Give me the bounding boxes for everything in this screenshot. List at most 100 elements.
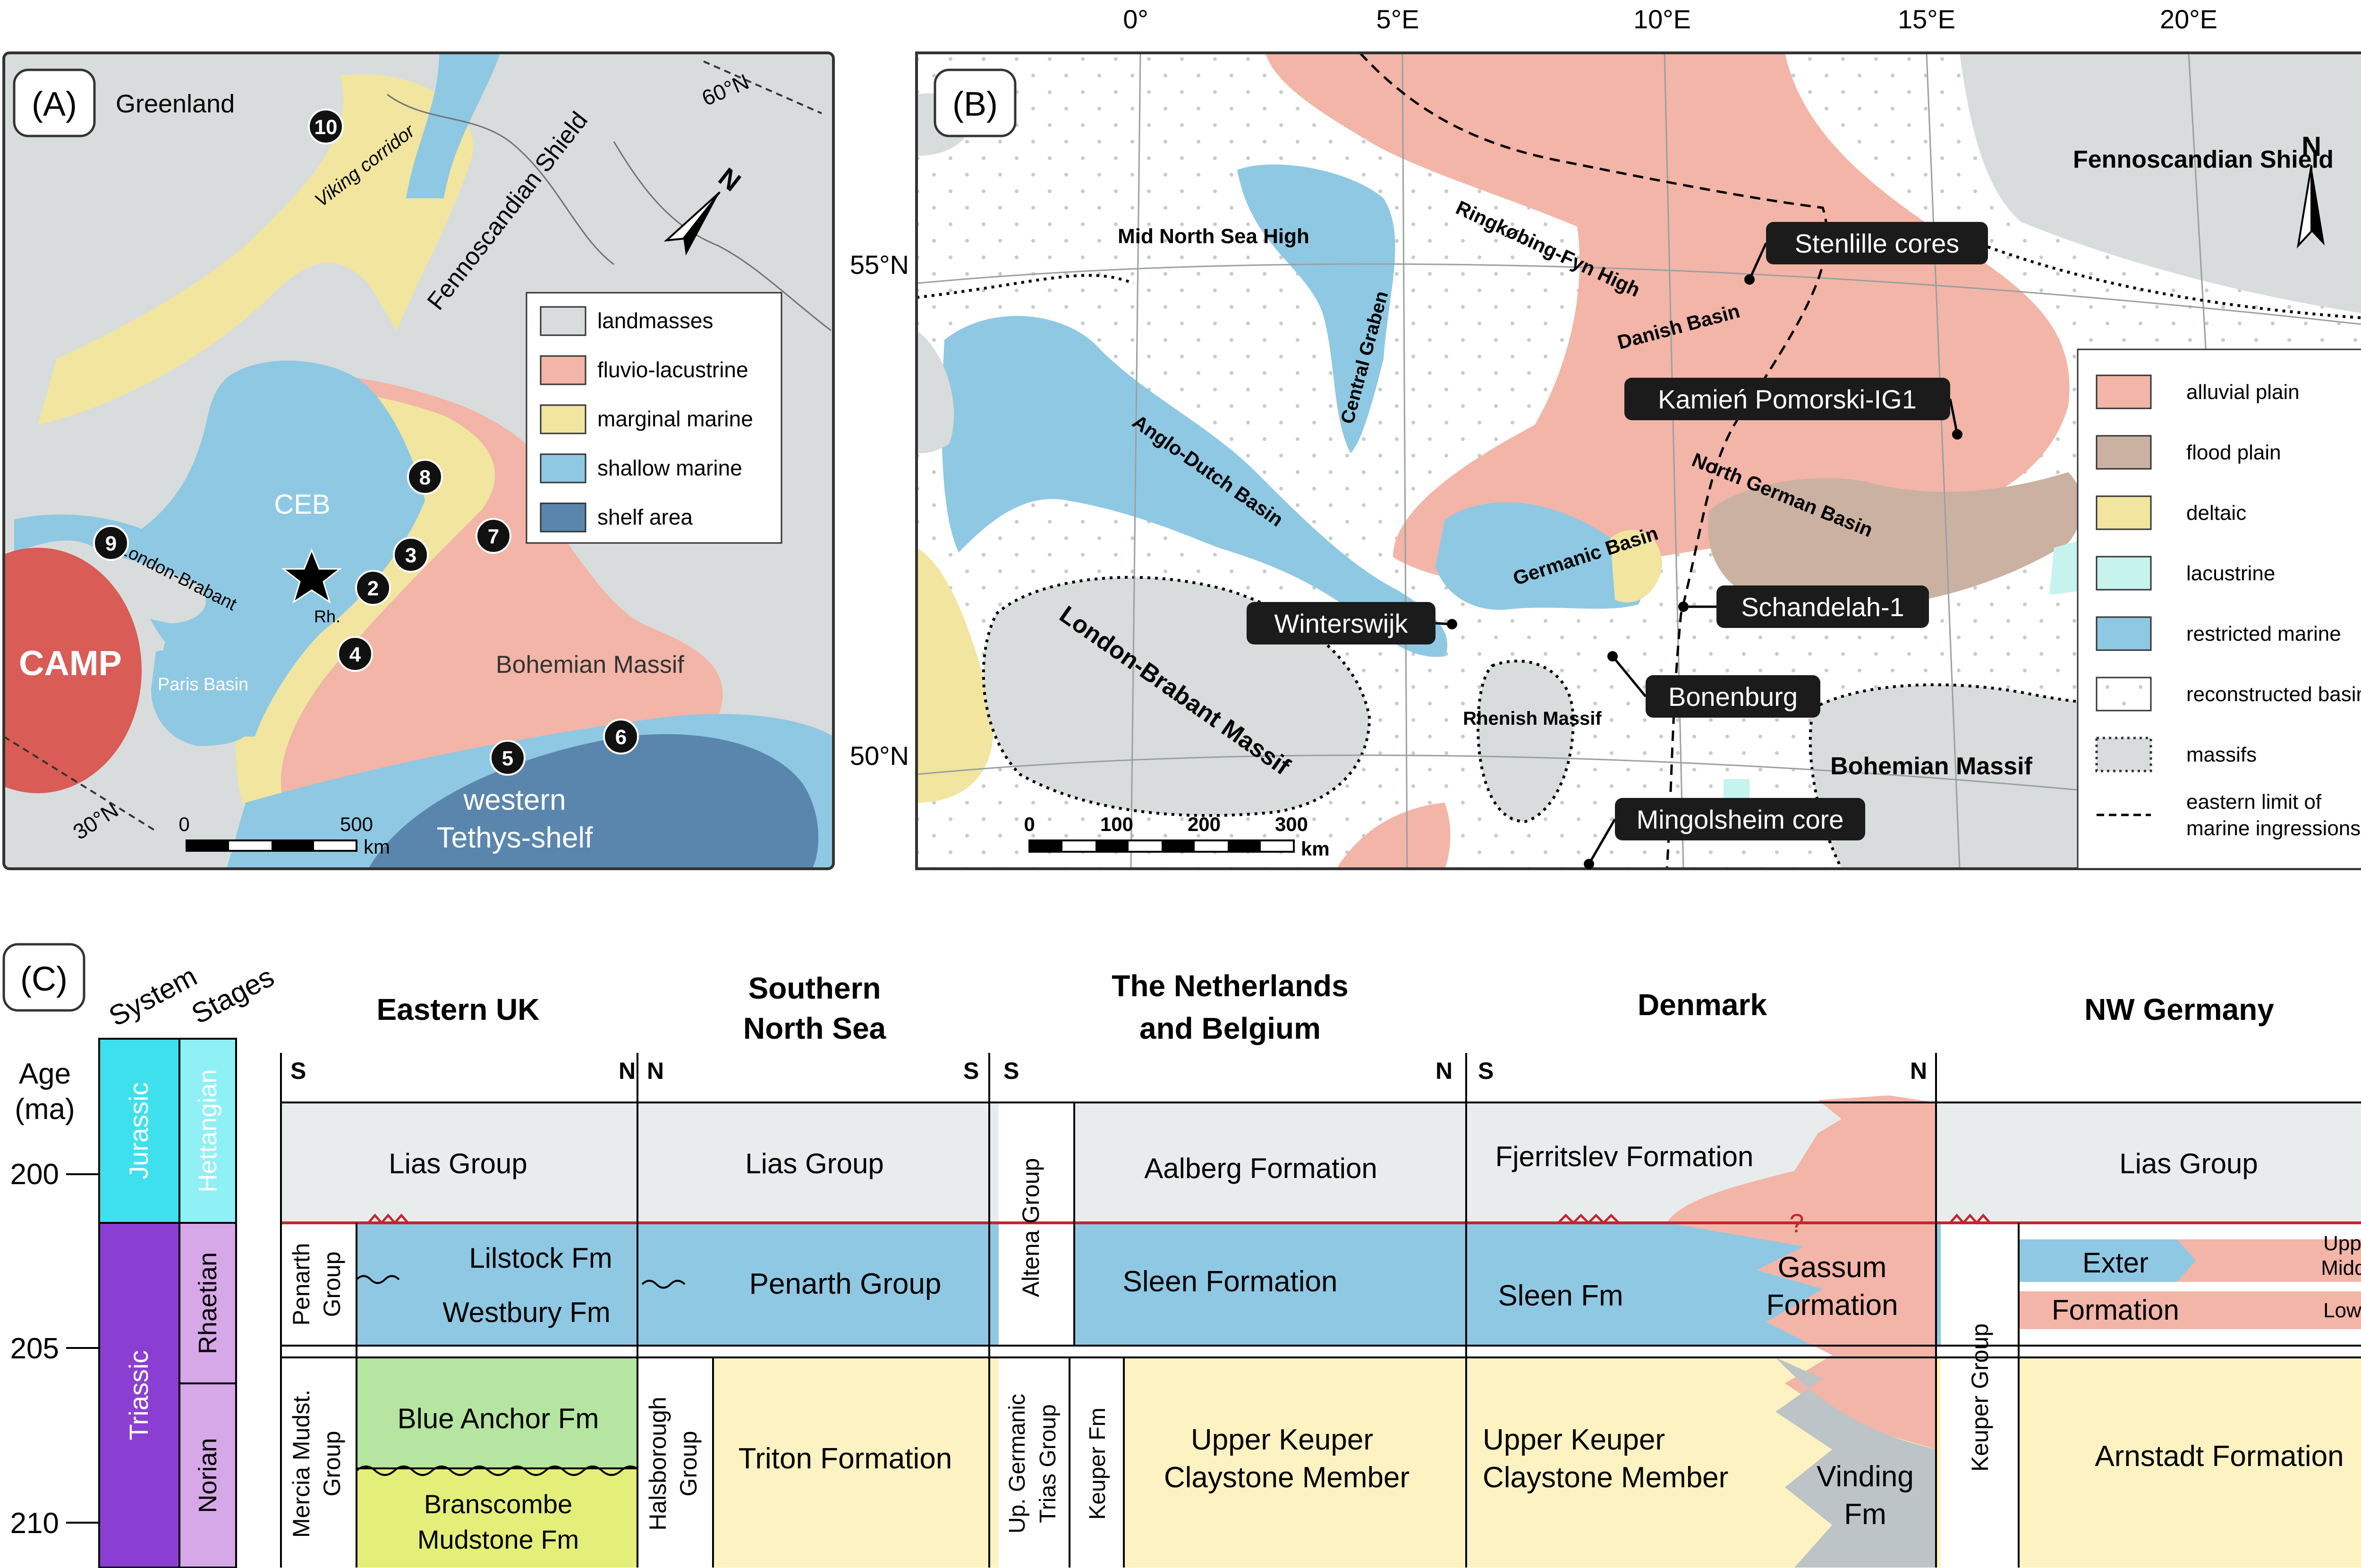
lon-label: 5°E [1376, 4, 1419, 34]
halsborough-a: Halsborough [645, 1397, 671, 1531]
upper-keuper-dk-b: Claystone Member [1483, 1461, 1728, 1494]
germanic-basin-marine [1435, 502, 1643, 610]
site-number: 8 [419, 466, 431, 489]
dir-left: S [1478, 1058, 1494, 1084]
label-fennoscandian-b: Fennoscandian Shield [2073, 146, 2334, 173]
exter-formation: Formation [2052, 1294, 2179, 1326]
lias-band [281, 1102, 2361, 1223]
lilstock: Lilstock Fm [469, 1242, 612, 1274]
legend-a-swatch [540, 306, 586, 336]
westbury: Westbury Fm [442, 1297, 611, 1328]
upper-keuper-b: Claystone Member [1164, 1461, 1410, 1494]
callout-label: Winterswijk [1274, 609, 1408, 638]
massif-edge-line [917, 274, 1134, 299]
exter-upper: Upper [2323, 1232, 2361, 1255]
halsborough-b: Group [675, 1431, 702, 1497]
land-edge-west [917, 331, 954, 453]
callout-label: Kamień Pomorski-IG1 [1658, 384, 1917, 414]
central-graben-marine [1237, 164, 1395, 454]
stages-header: Stages [187, 961, 279, 1030]
site-number: 2 [367, 577, 379, 600]
site-marker [355, 570, 391, 606]
system-header: System [104, 960, 202, 1032]
exter: Exter [2082, 1247, 2149, 1279]
label-rhaetian: Rhaetian [194, 1252, 222, 1354]
label-hettangian: Hettangian [194, 1069, 222, 1192]
penarth-group: Penarth Group [749, 1268, 942, 1300]
dir-right: N [619, 1058, 636, 1084]
legend-b-swatch [2096, 495, 2152, 530]
label-greenland: Greenland [116, 90, 235, 118]
site-marker [393, 537, 429, 573]
sleen-formation: Sleen Formation [1123, 1265, 1338, 1298]
lon-label: 10°E [1633, 4, 1691, 34]
arnstadt: Arnstadt Formation [2095, 1440, 2344, 1473]
col-header-north-sea: North Sea [743, 1011, 886, 1045]
panel-a-label: (A) [32, 85, 77, 123]
panel-a: (A) Greenland Viking corridor Fennoscand… [2, 51, 835, 870]
halsborough-group-box [637, 1357, 713, 1568]
lias-ns: Lias Group [745, 1148, 884, 1179]
dir-left: S [290, 1058, 306, 1084]
lon-label: 0° [1123, 4, 1148, 34]
boundary-unconformities [367, 1213, 1991, 1225]
legend-b-swatch [2096, 556, 2152, 591]
legend-b-label: eastern limit of [2186, 790, 2322, 814]
legend-a-label: fluvio-lacustrine [597, 357, 748, 382]
site-number: 5 [502, 747, 513, 770]
scale-a-zero: 0 [178, 813, 189, 835]
latitude-60-line [703, 60, 822, 114]
stage-hettangian [178, 1038, 237, 1224]
legend-b-swatch [2096, 677, 2152, 712]
coastline [387, 93, 614, 265]
deltaic-germanic [1610, 530, 1662, 603]
row-dividers [281, 1102, 2361, 1469]
lon-label: 15°E [1898, 4, 1955, 34]
keuper-fm-box [1070, 1357, 1124, 1568]
panel-b-label: (B) [952, 85, 998, 123]
site-marker [93, 525, 129, 561]
dir-left: S [1003, 1058, 1019, 1084]
north-shallow-marine [406, 53, 501, 198]
site-marker [476, 518, 511, 554]
site-marker [308, 109, 344, 144]
lias-ger: Lias Group [2119, 1148, 2258, 1179]
scale-b-tick: 100 [1100, 813, 1133, 835]
callout-dot [1607, 651, 1618, 661]
site-marker [407, 459, 443, 495]
up-germanic-a: Up. Germanic [1005, 1394, 1030, 1534]
gassum-formation [1667, 1095, 1936, 1449]
branscombe-box [357, 1468, 637, 1568]
label-jurassic: Jurassic [124, 1082, 153, 1179]
alluvial-south [1336, 803, 1451, 869]
legend-b-swatch [2096, 435, 2152, 470]
site-marker [337, 636, 373, 672]
scale-a-unit: km [364, 836, 390, 858]
panel-b-frame [915, 51, 2361, 870]
site-number: 9 [105, 532, 117, 555]
callout-leader [1748, 242, 1767, 280]
label-ceb: CEB [274, 489, 330, 520]
label-mid-north-sea: Mid North Sea High [1118, 225, 1309, 248]
label-rhenish: Rhenish Massif [1463, 708, 1602, 729]
keuper-group: Keuper Group [1967, 1323, 1993, 1472]
legend-b-label: marine ingressions [2186, 817, 2361, 840]
label-camp: CAMP [19, 644, 122, 683]
latitude-30-line [4, 736, 157, 832]
callout-dot [1678, 602, 1689, 612]
vinding-b: Fm [1844, 1498, 1886, 1531]
panel-b-label-box [934, 68, 1017, 137]
system-jurassic [98, 1038, 180, 1224]
question-mark: ? [1789, 1208, 1804, 1238]
dir-right: N [1910, 1058, 1927, 1084]
vinding-a: Vinding [1817, 1460, 1914, 1493]
upper-keuper-dk-a: Upper Keuper [1483, 1424, 1665, 1456]
penarth-group-box [281, 1223, 357, 1346]
panel-a-frame [2, 51, 835, 870]
altena-group: Altena Group [1018, 1158, 1044, 1297]
paris-basin-area [151, 650, 256, 746]
callout-leader [1588, 818, 1616, 865]
vinding-formation [1775, 1357, 1936, 1568]
